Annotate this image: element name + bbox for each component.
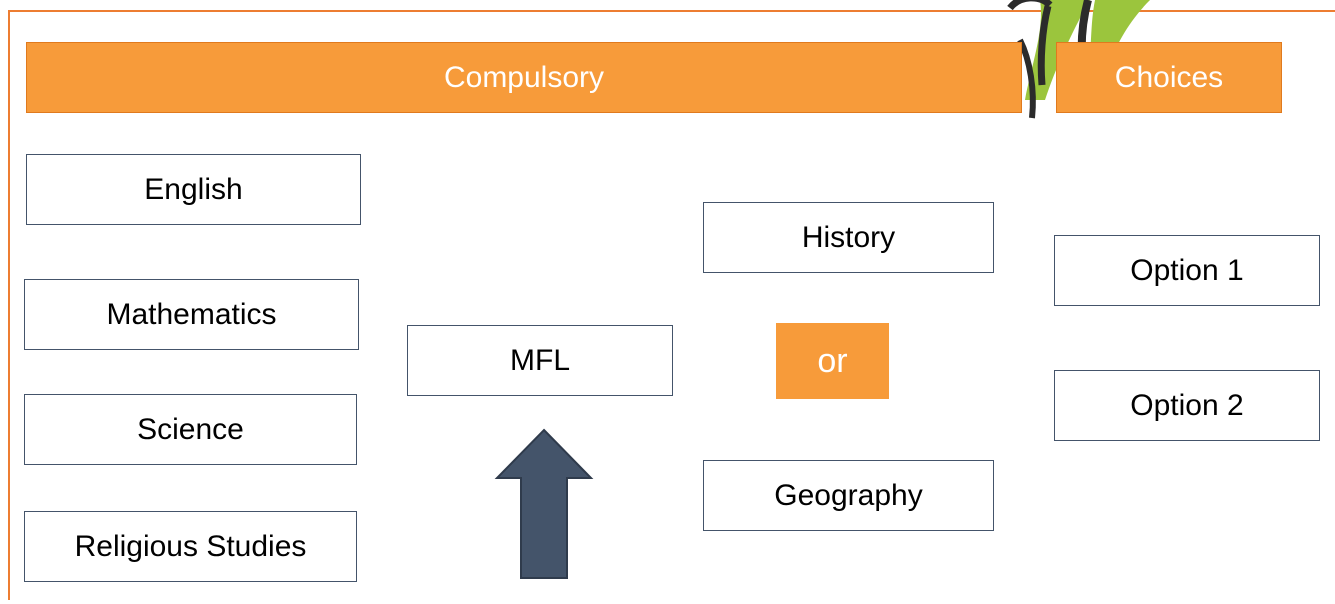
subject-geography: Geography <box>703 460 994 531</box>
subject-english: English <box>26 154 361 225</box>
subject-history-label: History <box>801 220 896 254</box>
subject-history: History <box>703 202 994 273</box>
up-arrow-icon <box>494 428 594 579</box>
or-connector: or <box>776 323 889 399</box>
or-connector-label: or <box>817 341 848 380</box>
subject-science-label: Science <box>137 412 244 446</box>
option-2: Option 2 <box>1054 370 1320 441</box>
header-compulsory: Compulsory <box>26 42 1022 113</box>
subject-mathematics: Mathematics <box>24 279 359 350</box>
subject-religious-studies-label: Religious Studies <box>74 529 307 563</box>
subject-mfl-label: MFL <box>510 343 570 377</box>
subject-mfl: MFL <box>407 325 673 396</box>
header-choices-label: Choices <box>1114 60 1224 94</box>
subject-geography-label: Geography <box>774 478 923 512</box>
subject-religious-studies: Religious Studies <box>24 511 357 582</box>
option-1: Option 1 <box>1054 235 1320 306</box>
subject-english-label: English <box>144 172 243 206</box>
header-choices: Choices <box>1056 42 1282 113</box>
subject-mathematics-label: Mathematics <box>106 297 277 331</box>
header-compulsory-label: Compulsory <box>443 60 605 94</box>
diagram-frame <box>8 10 1335 600</box>
option-2-label: Option 2 <box>1130 388 1244 422</box>
option-1-label: Option 1 <box>1130 253 1244 287</box>
subject-science: Science <box>24 394 357 465</box>
